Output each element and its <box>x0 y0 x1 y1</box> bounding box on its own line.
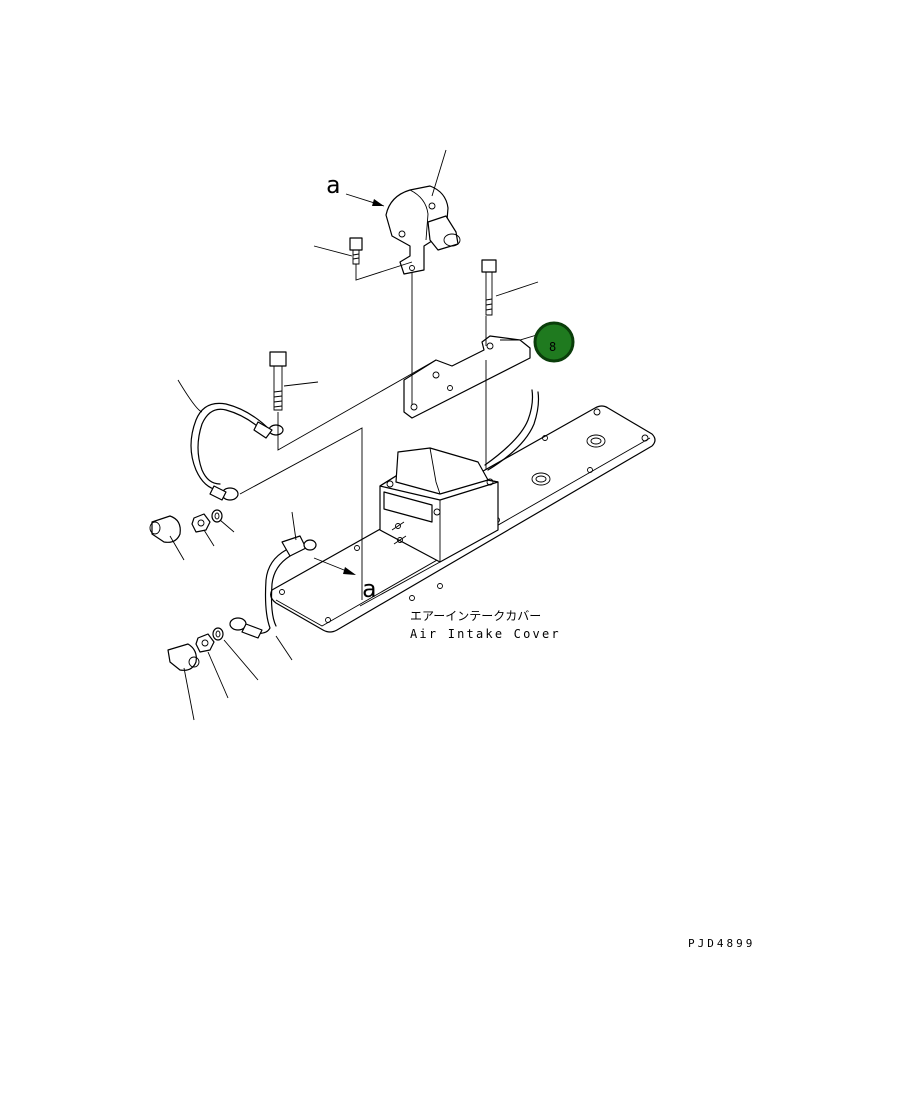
terminal-hardware-lower <box>167 627 224 671</box>
heater-relay-body <box>379 389 540 563</box>
bracket-plate <box>403 335 531 419</box>
cable-lower <box>229 535 317 639</box>
view-marker-bottom: a <box>362 575 376 603</box>
drawing-code: PJD4899 <box>688 937 755 950</box>
part-callout-8[interactable]: 8 <box>533 321 575 363</box>
terminal-hardware-upper <box>149 509 223 543</box>
cover-label-japanese: エアーインテークカバー <box>410 609 541 623</box>
bolt-top-right <box>481 259 497 316</box>
cable-upper <box>190 402 284 501</box>
top-mount-assembly <box>385 185 461 275</box>
assembly-lines <box>169 149 541 721</box>
cover-label-english: Air Intake Cover <box>410 627 561 641</box>
bolt-top-left <box>349 237 363 265</box>
view-marker-top: a <box>326 171 340 199</box>
callout-number: 8 <box>549 340 556 354</box>
bolt-left <box>269 351 287 411</box>
